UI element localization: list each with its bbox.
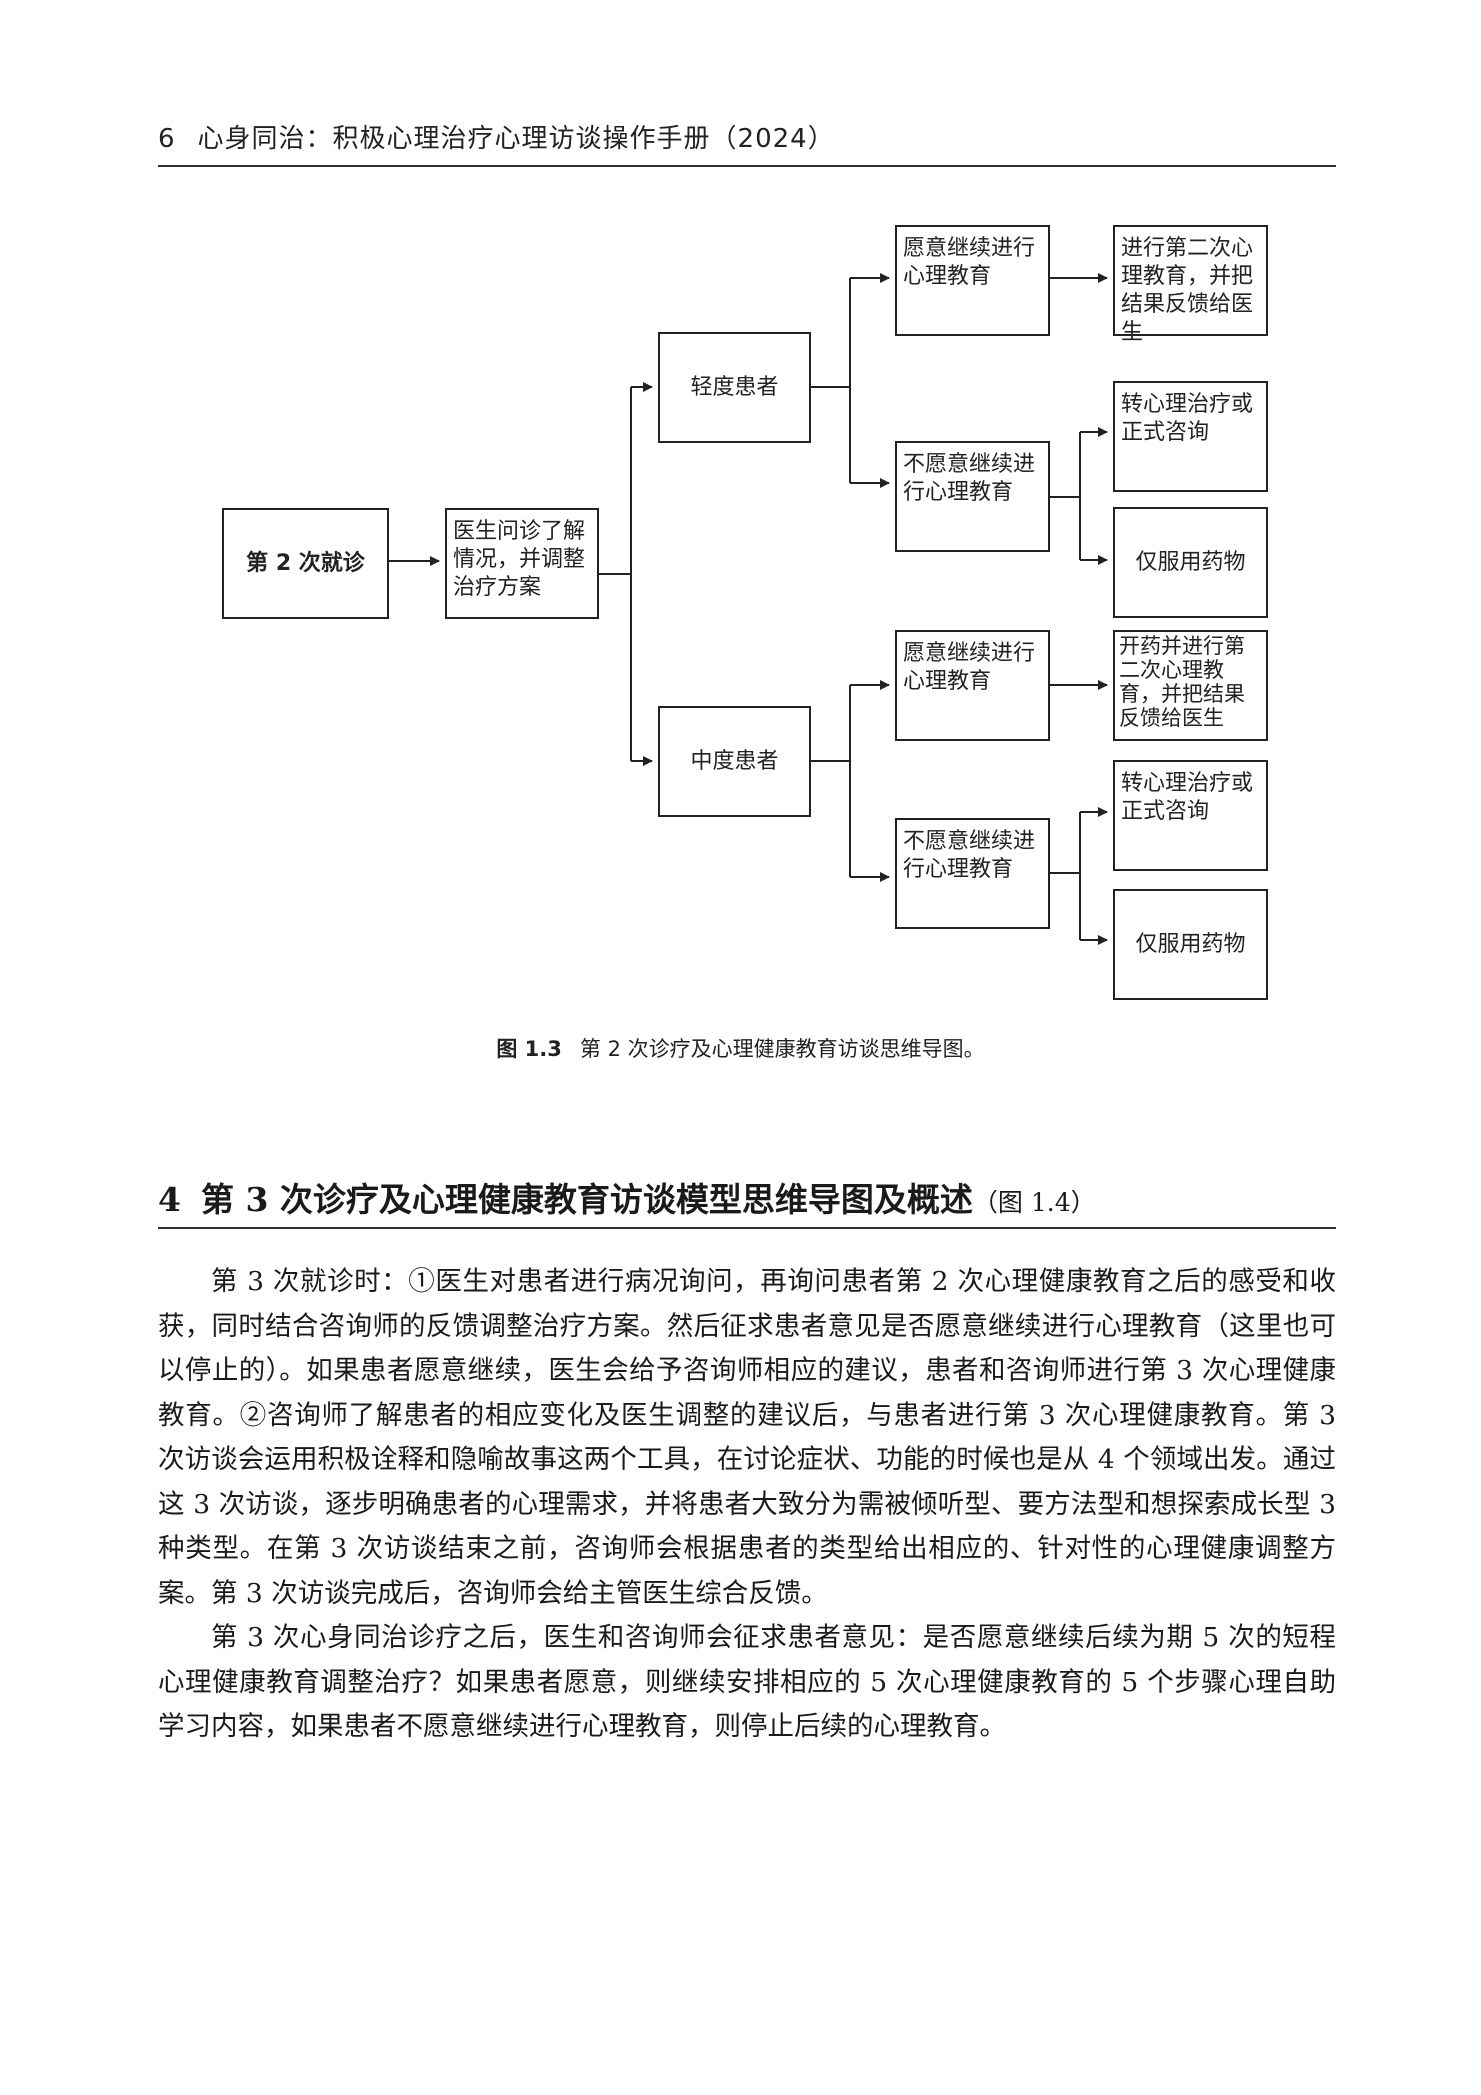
section-heading: 4 第 3 次诊疗及心理健康教育访谈模型思维导图及概述（图 1.4） — [158, 1173, 1096, 1221]
node-mild-option-therapy: 转心理治疗或正式咨询 — [1113, 381, 1268, 492]
paragraph: 第 3 次心身同治诊疗之后，医生和咨询师会征求患者意见：是否愿意继续后续为期 5… — [158, 1622, 1336, 1742]
node-moderate-option-therapy: 转心理治疗或正式咨询 — [1113, 760, 1268, 871]
header-rule — [158, 165, 1336, 167]
running-header: 6 心身同治：积极心理治疗心理访谈操作手册（2024） — [158, 118, 835, 155]
figure-caption: 图 1.3 第 2 次诊疗及心理健康教育访谈思维导图。 — [0, 1033, 1481, 1063]
section-figure-ref: （图 1.4） — [972, 1188, 1096, 1217]
section-title-text: 第 3 次诊疗及心理健康教育访谈模型思维导图及概述 — [200, 1180, 973, 1219]
paragraph: 第 3 次就诊时：①医生对患者进行病况询问，再询问患者第 2 次心理健康教育之后… — [158, 1266, 1336, 1609]
node-mild-patient: 轻度患者 — [658, 332, 811, 443]
node-moderate-patient: 中度患者 — [658, 706, 811, 817]
node-mild-option-medication: 仅服用药物 — [1113, 507, 1268, 618]
page-number: 6 — [158, 124, 176, 154]
body-text: 第 3 次就诊时：①医生对患者进行病况询问，再询问患者第 2 次心理健康教育之后… — [158, 1260, 1336, 1750]
node-moderate-option-medication: 仅服用药物 — [1113, 889, 1268, 1000]
figure-caption-text: 第 2 次诊疗及心理健康教育访谈思维导图。 — [579, 1037, 985, 1061]
figure-number: 图 1.3 — [496, 1037, 562, 1061]
node-second-visit: 第 2 次就诊 — [222, 508, 389, 619]
flowchart-connectors — [389, 273, 1108, 945]
running-title: 心身同治：积极心理治疗心理访谈操作手册（2024） — [197, 124, 835, 154]
node-moderate-willing: 愿意继续进行心理教育 — [895, 630, 1050, 741]
section-number: 4 — [158, 1180, 181, 1219]
section-rule — [158, 1227, 1336, 1229]
node-mild-willing-result: 进行第二次心理教育，并把结果反馈给医生 — [1113, 225, 1268, 345]
node-doctor-consult: 医生问诊了解情况，并调整治疗方案 — [445, 508, 599, 619]
node-moderate-unwilling: 不愿意继续进行心理教育 — [895, 818, 1050, 929]
node-mild-unwilling: 不愿意继续进行心理教育 — [895, 441, 1050, 552]
node-mild-willing: 愿意继续进行心理教育 — [895, 225, 1050, 336]
flowchart: 第 2 次就诊 医生问诊了解情况，并调整治疗方案 轻度患者 愿意继续进行心理教育… — [0, 0, 1481, 1010]
node-moderate-willing-result: 开药并进行第二次心理教育，并把结果反馈给医生 — [1113, 630, 1268, 741]
